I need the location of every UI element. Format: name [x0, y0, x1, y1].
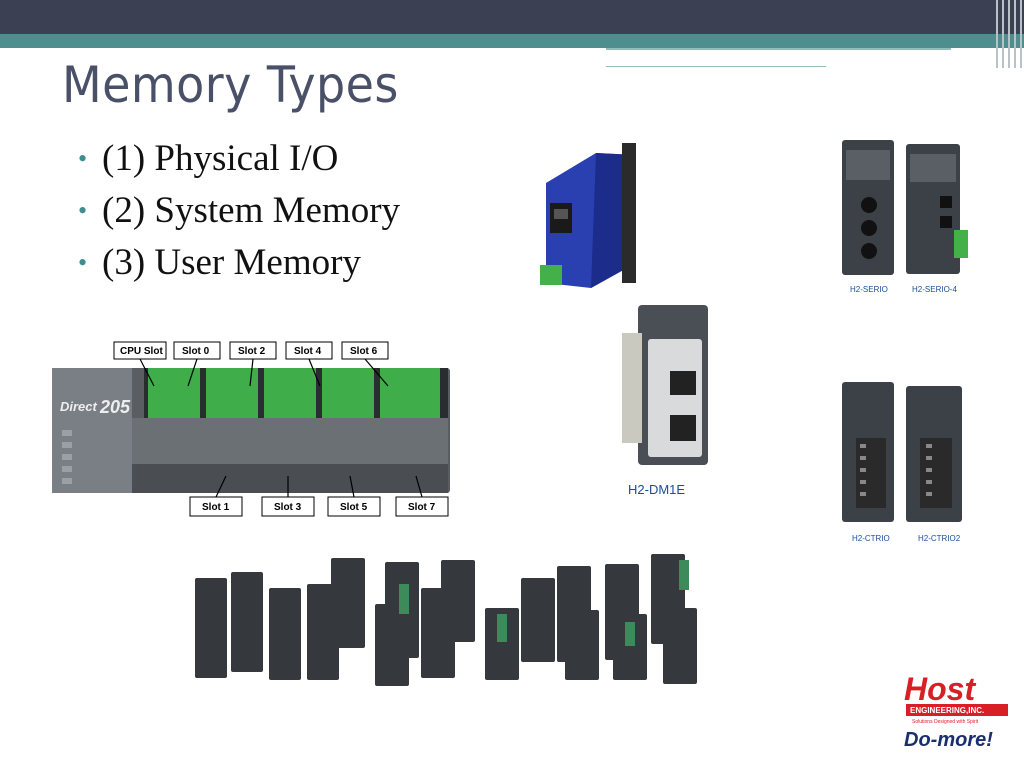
rack-slot-label: Slot 7 — [408, 502, 436, 513]
bullet-item: • (2) System Memory — [78, 189, 400, 241]
bullet-list: • (1) Physical I/O • (2) System Memory • (3… — [78, 137, 400, 293]
module-label: H2-SERIO — [850, 285, 888, 294]
module-label: H2-DM1E — [628, 482, 685, 497]
bullet-text: (1) Physical I/O — [102, 138, 339, 179]
bullet-text: (2) System Memory — [102, 190, 401, 231]
header-rule — [606, 48, 951, 50]
bullet-dot-icon: • — [78, 196, 88, 225]
bullet-dot-icon: • — [78, 248, 88, 277]
bullet-dot-icon: • — [78, 144, 88, 173]
logo-brand-text: Host — [904, 671, 976, 707]
slide-title: Memory Types — [62, 56, 399, 114]
header-rule-thin — [606, 66, 826, 67]
plc-rack-image: Direct 205 CPU Slot Slot 0 Slot 2 Slot 4… — [52, 341, 450, 517]
logo-tagline-text: Solutions Designed with Spirit — [912, 719, 979, 725]
rack-slot-label: CPU Slot — [120, 346, 163, 357]
header-accent-bar — [0, 34, 1024, 48]
bullet-item: • (3) User Memory — [78, 241, 400, 293]
rack-slot-label: Slot 4 — [294, 346, 322, 357]
rack-slot-label: Slot 0 — [182, 346, 210, 357]
rack-slot-label: Slot 2 — [238, 346, 266, 357]
host-engineering-logo: Host ENGINEERING,INC. Solutions Designed… — [904, 671, 1008, 751]
serio-modules-image: H2-SERIO H2-SERIO-4 — [842, 140, 968, 294]
rack-slot-label: Slot 6 — [350, 346, 378, 357]
module-label: H2-CTRIO2 — [918, 534, 961, 543]
module-label: H2-SERIO-4 — [912, 285, 957, 294]
svg-text:Direct: Direct — [60, 399, 98, 414]
bullet-text: (3) User Memory — [102, 242, 361, 283]
ctrio-modules-image: H2-CTRIO H2-CTRIO2 — [842, 382, 962, 543]
bullet-item: • (1) Physical I/O — [78, 137, 400, 189]
rack-slot-label: Slot 1 — [202, 502, 230, 513]
rack-slot-label: Slot 3 — [274, 502, 302, 513]
io-modules-image — [195, 554, 697, 686]
blue-module-image — [540, 143, 636, 288]
logo-company-text: ENGINEERING,INC. — [910, 706, 984, 715]
rack-slot-label: Slot 5 — [340, 502, 368, 513]
header-bar — [0, 0, 1024, 34]
logo-product-text: Do-more! — [904, 729, 993, 751]
svg-text:205: 205 — [99, 397, 131, 417]
module-label: H2-CTRIO — [852, 534, 890, 543]
dm1e-module-image: H2-DM1E — [622, 305, 708, 497]
corner-stripes — [994, 0, 1024, 68]
